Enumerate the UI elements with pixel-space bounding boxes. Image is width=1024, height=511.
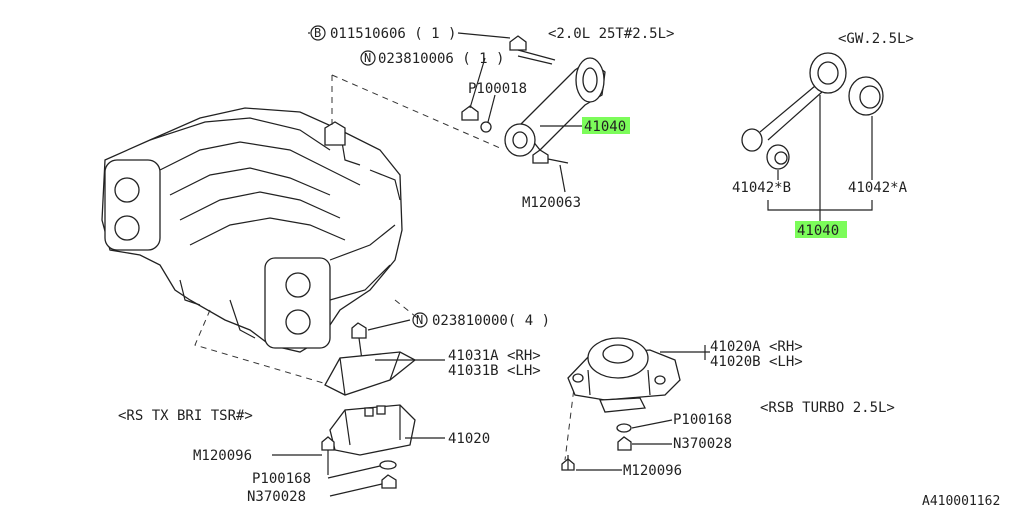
label-variant-rsb-turbo: <RSB TURBO 2.5L> <box>760 400 895 416</box>
label-bolt-m120096-right: M120096 <box>623 463 682 479</box>
label-washer-p100168-right: P100168 <box>673 412 732 428</box>
label-variant-rs-tx: <RS TX BRI TSR#> <box>118 408 253 424</box>
label-washer-p100018: P100018 <box>468 81 527 97</box>
right-engine-mount <box>561 337 681 471</box>
figure-id: A410001162 <box>922 494 1000 509</box>
label-mount-41020: 41020 <box>448 431 490 447</box>
engine-illustration <box>101 107 403 353</box>
label-mount-41020a: 41020A <RH> <box>710 339 803 355</box>
label-variant-gw-2-5l: <GW.2.5L> <box>838 31 914 47</box>
nut-symbol-n <box>360 50 376 66</box>
label-assembly-41040: 41040 <box>797 223 839 239</box>
label-pitch-stopper-41040: 41040 <box>584 119 626 135</box>
label-bushing-41042a: 41042*A <box>848 180 908 196</box>
left-engine-mount <box>321 322 417 489</box>
label-bolt-011510606: 011510606 ( 1 ) <box>330 26 456 42</box>
label-mount-41020b: 41020B <LH> <box>710 354 803 370</box>
label-nut-n370028-left: N370028 <box>247 489 306 505</box>
label-nut-023810000: 023810000( 4 ) <box>432 313 550 329</box>
label-bracket-41031a: 41031A <RH> <box>448 348 541 364</box>
label-nut-n370028-right: N370028 <box>673 436 732 452</box>
label-bolt-m120096-left: M120096 <box>193 448 252 464</box>
label-bushing-41042b: 41042*B <box>732 180 791 196</box>
gw-pitch-stopper-assembly <box>741 52 884 170</box>
label-bolt-m120063: M120063 <box>522 195 581 211</box>
highlight-41040-right <box>795 221 847 238</box>
nut-symbol-n-left <box>412 312 428 328</box>
bolt-symbol-b <box>310 25 326 41</box>
nut-symbol-letter-left: N <box>416 313 423 327</box>
label-washer-p100168-left: P100168 <box>252 471 311 487</box>
label-nut-023810006: 023810006 ( 1 ) <box>378 51 504 67</box>
label-variant-2l-25t: <2.0L 25T#2.5L> <box>548 26 674 42</box>
highlight-41040-center <box>582 117 630 134</box>
bolt-symbol-letter: B <box>314 26 321 40</box>
nut-symbol-letter: N <box>364 51 371 65</box>
label-bracket-41031b: 41031B <LH> <box>448 363 541 379</box>
pitch-stopper-assembly <box>461 35 606 164</box>
